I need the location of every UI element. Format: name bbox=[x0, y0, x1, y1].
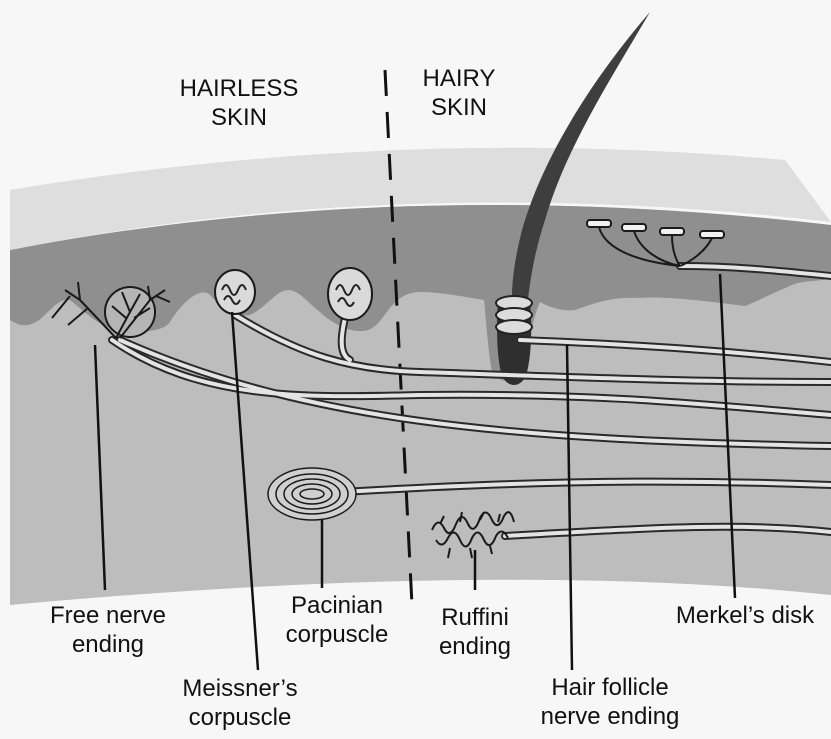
hair-follicle-ring bbox=[496, 320, 532, 334]
merkel-disk-label: Merkel’s disk bbox=[660, 601, 830, 630]
pacinian-corpuscle-structure bbox=[268, 468, 356, 520]
